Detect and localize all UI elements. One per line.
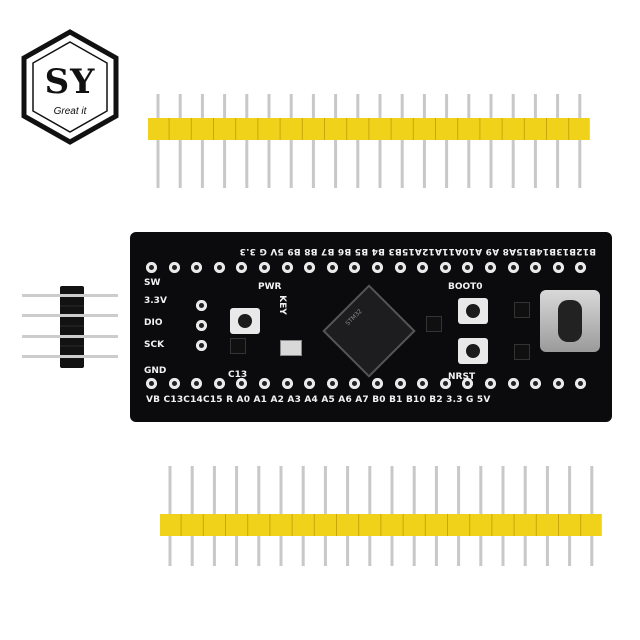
header-pin [578, 94, 582, 188]
header-pin [556, 94, 560, 188]
header-pin [178, 94, 182, 188]
smd-component [426, 316, 442, 332]
header-pin [400, 94, 404, 188]
key-label: KEY [276, 295, 287, 315]
header-pin [378, 94, 382, 188]
bottom-pin-header [160, 466, 602, 566]
nrst-button[interactable] [458, 338, 488, 364]
swd-pad [196, 340, 207, 351]
nrst-label: NRST [448, 372, 476, 382]
board-pad [507, 262, 519, 273]
board-pad [236, 262, 248, 273]
board-pad [575, 262, 587, 273]
board-pad [417, 378, 429, 389]
swd-pad [196, 300, 207, 311]
board-pad [213, 262, 225, 273]
c13-label: C13 [228, 370, 248, 380]
logo-tagline: Great it [53, 106, 87, 117]
board-pad [575, 378, 587, 389]
smd-component [514, 344, 530, 360]
small-4pin-header [22, 286, 118, 368]
boot0-button[interactable] [458, 298, 488, 324]
board-pad [281, 378, 293, 389]
blackpill-board: B12B13B14B15A8 A9 A10A11A12A15B3 B4 B5 B… [130, 232, 612, 422]
usb-c-connector[interactable] [540, 290, 600, 352]
header-pin [289, 94, 293, 188]
board-pad [372, 378, 383, 389]
pwr-label: PWR [258, 282, 282, 292]
board-pad [507, 378, 519, 389]
board-pad [326, 378, 338, 389]
board-pad [191, 378, 203, 389]
smd-component [514, 302, 530, 318]
header-pin [334, 94, 338, 188]
board-pad [349, 378, 361, 389]
board-pad [485, 262, 496, 273]
label-gnd: GND [144, 366, 167, 376]
board-pad [462, 378, 474, 389]
board-pad [349, 262, 361, 273]
board-pad [259, 262, 270, 273]
header-pin [467, 94, 471, 188]
board-pad [417, 262, 429, 273]
logo-letters: SY [44, 62, 96, 102]
header-pin [489, 94, 493, 188]
swd-pad [196, 320, 207, 331]
key-button[interactable] [230, 308, 260, 334]
board-pad [304, 378, 316, 389]
board-pad [213, 378, 225, 389]
header-pin [533, 94, 537, 188]
board-pad [168, 378, 180, 389]
header-pin [356, 94, 360, 188]
board-pad [146, 262, 157, 273]
board-pad [146, 378, 157, 389]
bottom-pin-labels: VB C13C14C15 R A0 A1 A2 A3 A4 A5 A6 A7 B… [146, 395, 491, 405]
header-pin [156, 94, 160, 188]
board-pad [552, 262, 564, 273]
hexagon-logo-icon [21, 29, 119, 145]
board-pad [439, 378, 451, 389]
board-pad [372, 262, 383, 273]
header-pin [245, 94, 249, 188]
board-pad [394, 378, 406, 389]
brand-logo: SY Great it [18, 28, 122, 146]
board-pad [168, 262, 180, 273]
header-pin [200, 94, 204, 188]
board-pad [191, 262, 203, 273]
board-pad [462, 262, 474, 273]
board-pad [326, 262, 338, 273]
label-dio: DIO [144, 318, 163, 328]
crystal-oscillator [280, 340, 302, 356]
label-3v3: 3.3V [144, 296, 167, 306]
top-pin-header [148, 94, 590, 188]
board-pad [530, 262, 542, 273]
usb-c-port [558, 300, 582, 342]
label-sw: SW [144, 278, 161, 288]
regulator-component [230, 338, 246, 354]
boot0-label: BOOT0 [448, 282, 483, 292]
header-pin [311, 94, 315, 188]
board-pad [530, 378, 542, 389]
board-pad [485, 378, 496, 389]
board-pad [281, 262, 293, 273]
mcu-chip [322, 284, 416, 378]
label-sck: SCK [144, 340, 165, 350]
board-pad [304, 262, 316, 273]
top-pin-labels: B12B13B14B15A8 A9 A10A11A12A15B3 B4 B5 B… [239, 246, 596, 256]
board-pad [394, 262, 406, 273]
header-pin [445, 94, 449, 188]
board-pad [439, 262, 451, 273]
board-pad [552, 378, 564, 389]
board-pad [236, 378, 248, 389]
header-pin [267, 94, 271, 188]
header-pin [223, 94, 227, 188]
header-pin [422, 94, 426, 188]
header-pin [511, 94, 515, 188]
board-pad [259, 378, 270, 389]
